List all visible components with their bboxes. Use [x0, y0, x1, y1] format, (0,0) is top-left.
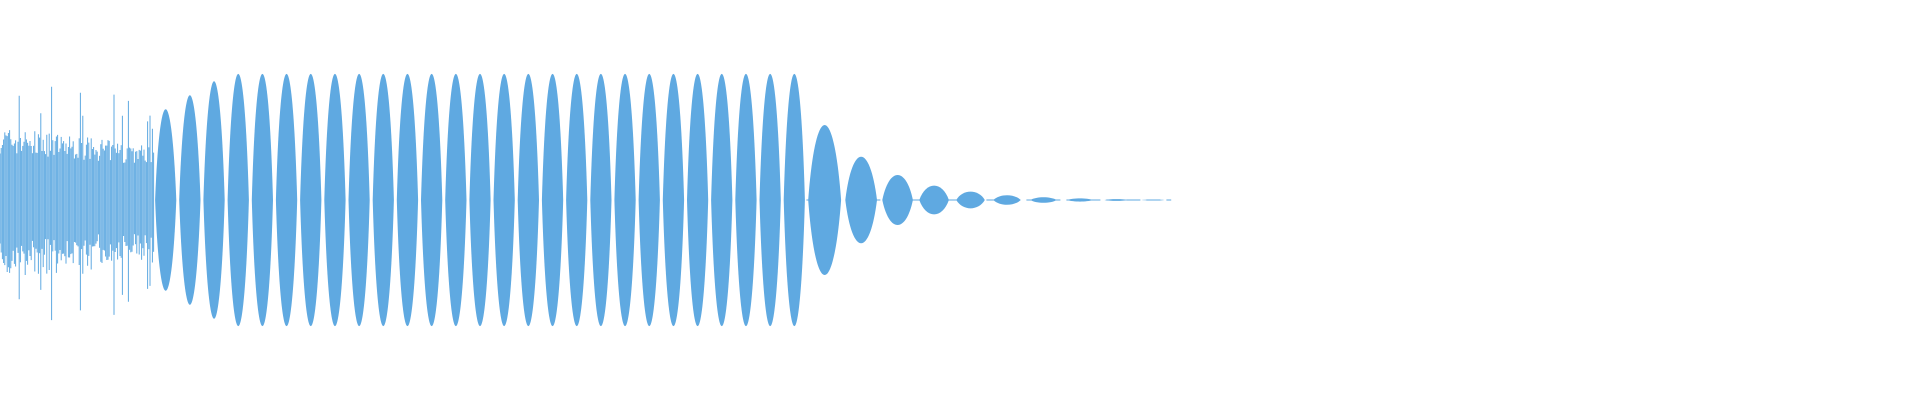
waveform-lobe — [275, 73, 298, 327]
waveform-lobe — [1030, 197, 1057, 203]
waveform-lobe — [808, 125, 842, 275]
waveform-lobe — [735, 73, 757, 327]
waveform-lobe — [179, 95, 201, 305]
waveform-lobe — [324, 73, 346, 327]
waveform-lobe — [687, 73, 709, 327]
waveform-lobe — [845, 156, 877, 244]
waveform-lobe — [590, 73, 612, 327]
waveform-lobe — [155, 109, 177, 291]
waveform-lobe — [348, 73, 370, 327]
waveform-lobe — [421, 73, 443, 327]
waveform-lobe — [711, 73, 733, 327]
waveform-lobe — [614, 73, 636, 327]
waveform-peaks — [0, 73, 1172, 327]
waveform-lobe — [783, 73, 805, 327]
waveform-lobe — [445, 73, 467, 327]
waveform-lobe — [493, 73, 515, 327]
waveform-lobe — [517, 73, 539, 327]
waveform-lobe — [372, 73, 394, 327]
waveform-lobe — [469, 73, 491, 327]
waveform-lobe — [638, 73, 660, 327]
waveform-lobe — [396, 73, 419, 327]
waveform-lobe — [566, 73, 588, 327]
waveform-lobe — [541, 73, 564, 327]
waveform-lobe — [759, 73, 781, 327]
waveform-lobe — [251, 73, 273, 327]
waveform-lobe — [227, 73, 249, 327]
waveform-lobe — [300, 73, 322, 327]
waveform-lobe — [662, 73, 685, 327]
waveform-lobe — [203, 81, 225, 319]
